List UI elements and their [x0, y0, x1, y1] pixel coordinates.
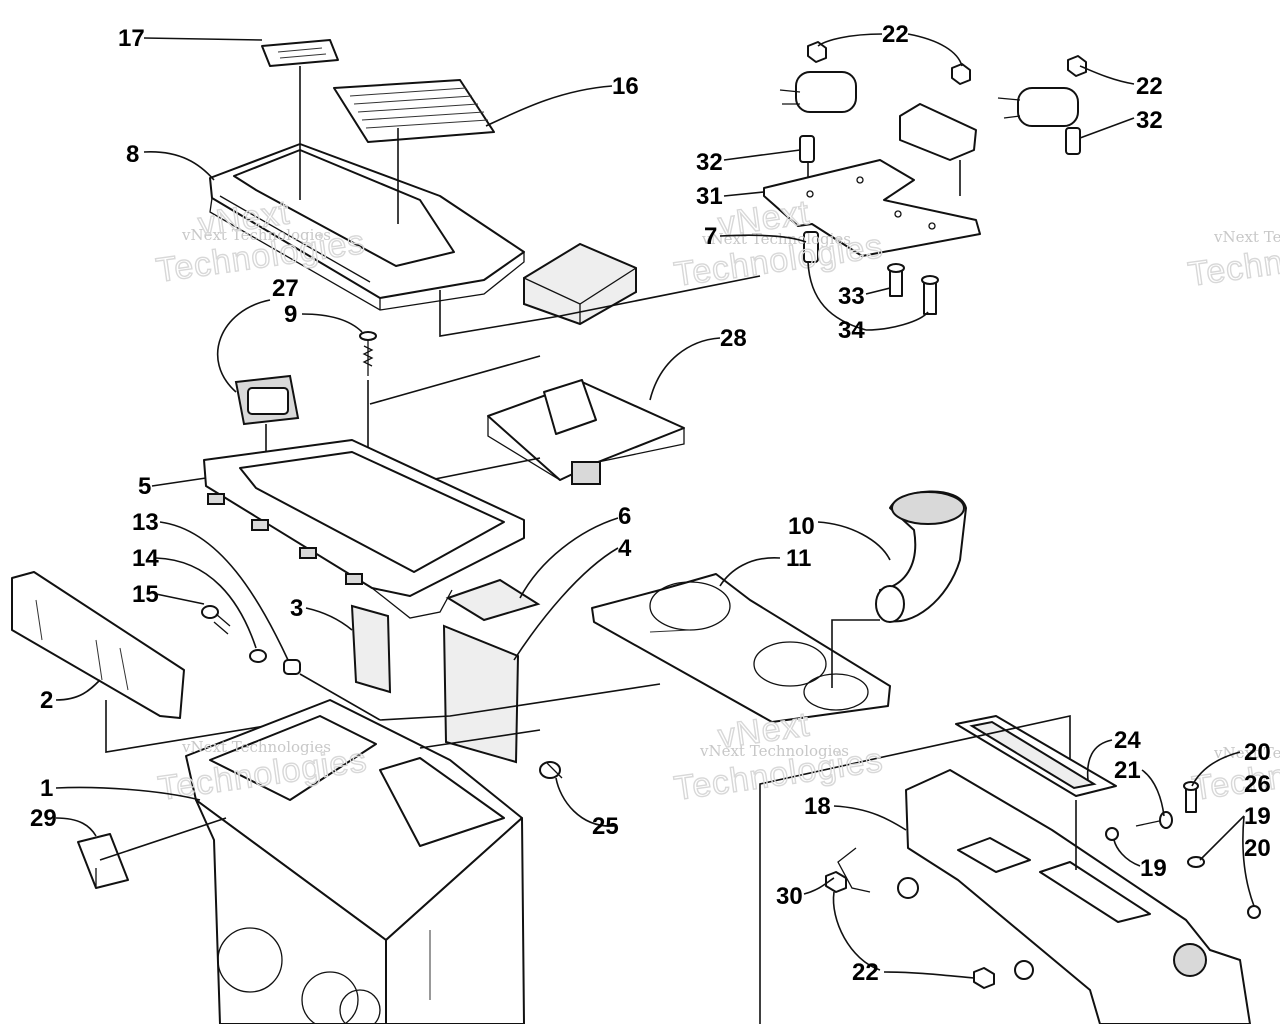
- part-25-grommet: [539, 761, 563, 779]
- callout-18: 18: [804, 793, 831, 820]
- part-4-foam-filter: [442, 624, 520, 764]
- callout-21: 21: [1114, 757, 1141, 784]
- callout-22: 22: [1136, 73, 1163, 100]
- part-3-foam-filter: [350, 604, 392, 694]
- callout-8: 8: [126, 141, 139, 168]
- callout-32: 32: [696, 149, 723, 176]
- part-34-bolt: [921, 275, 939, 315]
- part-14-washer: [249, 649, 267, 663]
- callout-24: 24: [1114, 727, 1141, 754]
- part-22-nut-b: [973, 960, 1034, 989]
- part-17-label-plate: [261, 39, 339, 67]
- callout-26: 26: [1244, 771, 1271, 798]
- callout-28: 28: [720, 325, 747, 352]
- callout-20: 20: [1244, 739, 1271, 766]
- callout-27: 27: [272, 275, 299, 302]
- part-11-plate: [591, 573, 891, 723]
- part-33-bolt: [887, 263, 905, 297]
- callout-31: 31: [696, 183, 723, 210]
- callout-leaders: [55, 33, 1255, 979]
- callout-9: 9: [284, 301, 297, 328]
- callout-33: 33: [838, 283, 865, 310]
- part-solenoid-left: [779, 41, 857, 113]
- callout-22: 22: [852, 959, 879, 986]
- part-32-spacer-left: [799, 135, 815, 163]
- callout-13: 13: [132, 509, 159, 536]
- watermark-text: vNext Technologies: [1213, 228, 1280, 246]
- part-relay-center: [899, 63, 977, 161]
- part-1-airbox-body: [185, 699, 525, 1024]
- watermark-text: vNext Technologies: [181, 738, 331, 756]
- callout-7: 7: [704, 223, 717, 250]
- part-13-spacer: [283, 659, 301, 675]
- callout-labels: 17 16 8 27 9 28 5 13 14 15 3 6 4 2 1 29 …: [30, 21, 1271, 986]
- watermark-text: vNext Technologies: [181, 226, 331, 244]
- watermark-text: vNext Technologies: [699, 742, 849, 760]
- part-28-cover: [487, 379, 685, 485]
- part-2-panel: [11, 571, 185, 719]
- part-30-rod: [837, 847, 919, 899]
- part-32-spacer-right: [1065, 127, 1081, 155]
- callout-5: 5: [138, 473, 151, 500]
- callout-19: 19: [1244, 803, 1271, 830]
- part-15-bolt: [201, 605, 231, 635]
- callout-25: 25: [592, 813, 619, 840]
- part-6-gasket: [445, 578, 541, 622]
- part-9-screw: [359, 331, 377, 376]
- watermark-text: vNext Technologies: [701, 230, 851, 248]
- callout-2: 2: [40, 687, 53, 714]
- part-21-bolt: [1135, 811, 1173, 829]
- part-5-airbox-tray: [203, 439, 525, 619]
- part-10-intake-elbow: [875, 490, 967, 623]
- callout-10: 10: [788, 513, 815, 540]
- part-7-foam-block: [523, 242, 637, 326]
- callout-3: 3: [290, 595, 303, 622]
- callout-29: 29: [30, 805, 57, 832]
- part-19-washer-a: [1105, 827, 1119, 841]
- part-bolt-stack: [803, 231, 819, 263]
- part-16-decal: [333, 79, 495, 143]
- callout-14: 14: [132, 545, 159, 572]
- part-20-washer: [1247, 905, 1261, 919]
- callout-32: 32: [1136, 107, 1163, 134]
- callout-22: 22: [882, 21, 909, 48]
- part-31-mount-plate: [763, 159, 981, 257]
- callout-34: 34: [838, 317, 865, 344]
- part-24-grille: [955, 715, 1117, 797]
- callout-11: 11: [786, 545, 811, 572]
- callout-16: 16: [612, 73, 639, 100]
- callout-30: 30: [776, 883, 803, 910]
- watermark-text: vNext Technologies: [1213, 744, 1280, 762]
- part-27-boot: [234, 374, 300, 426]
- part-18-console: [905, 769, 1251, 1024]
- part-26-bolt: [1183, 781, 1199, 813]
- part-22-nut-a: [825, 871, 847, 893]
- callout-17: 17: [118, 25, 145, 52]
- callout-15: 15: [132, 581, 159, 608]
- callout-6: 6: [618, 503, 631, 530]
- callout-19: 19: [1140, 855, 1167, 882]
- callout-20: 20: [1244, 835, 1271, 862]
- callout-1: 1: [40, 775, 53, 802]
- part-29-clip: [77, 833, 129, 889]
- callout-4: 4: [618, 535, 632, 562]
- part-solenoid-right: [997, 55, 1087, 127]
